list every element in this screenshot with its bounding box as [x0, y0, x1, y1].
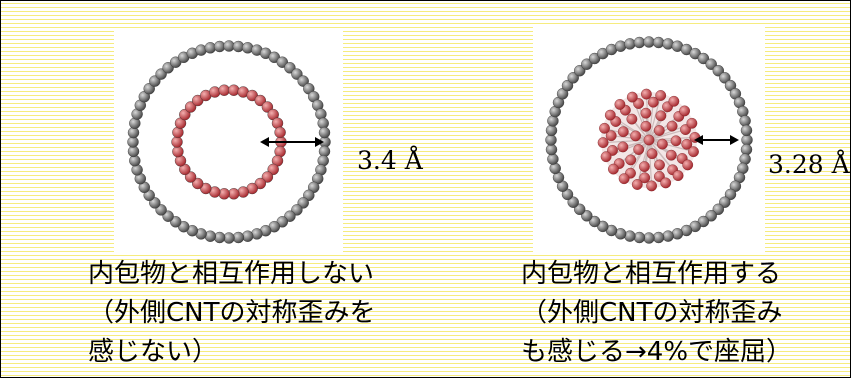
caption-line: 内包物と相互作用しない	[88, 259, 375, 289]
outer-tube-ring	[545, 36, 753, 244]
inner-tube-ring	[171, 84, 287, 200]
caption-right: 内包物と相互作用する （外側CNTの対称歪み も感じる→4%で座屈）	[521, 255, 792, 372]
caption-line: 内包物と相互作用する	[521, 259, 782, 289]
caption-line: 感じない）	[88, 337, 219, 367]
caption-line: （外側CNTの対称歪みを	[88, 298, 376, 328]
caption-line: （外側CNTの対称歪み	[521, 298, 783, 328]
caption-left: 内包物と相互作用しない （外側CNTの対称歪みを 感じない）	[88, 255, 376, 372]
outer-tube-ring	[127, 40, 331, 244]
distance-label-right: 3.28 Å	[768, 150, 850, 179]
distance-label-left: 3.4 Å	[357, 146, 423, 175]
fullerene-in-nanotube-drawing	[545, 36, 753, 244]
double-wall-nanotube-drawing	[127, 40, 331, 244]
caption-line: も感じる→4%で座屈）	[521, 337, 793, 367]
double-wall-nanotube-image	[114, 30, 343, 255]
distance-arrow	[260, 137, 324, 147]
fullerene-atoms	[597, 88, 701, 192]
distance-arrow	[694, 135, 739, 145]
fullerene-in-nanotube-image	[533, 26, 765, 254]
